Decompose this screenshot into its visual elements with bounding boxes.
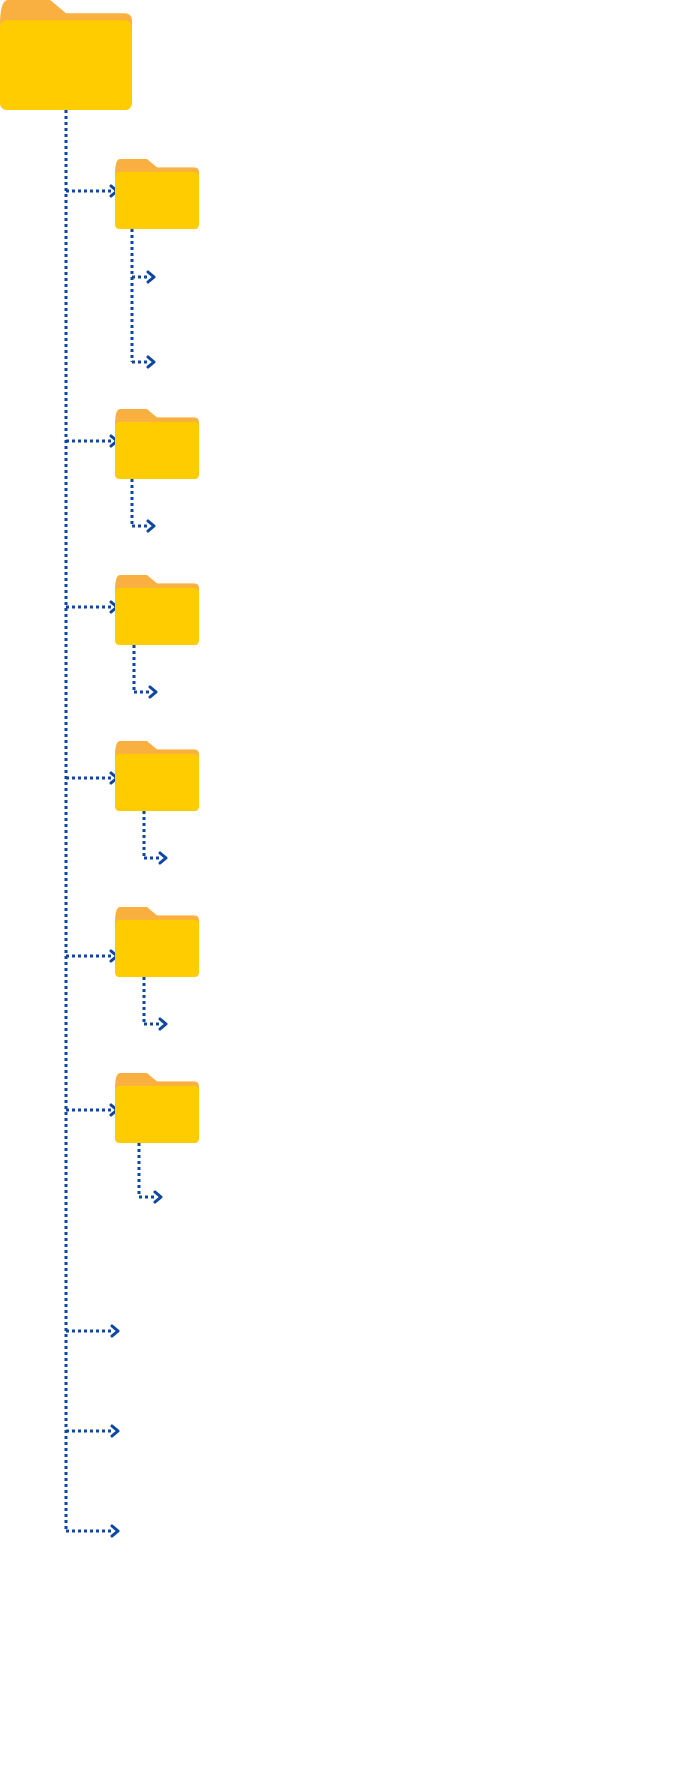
subfolder-icon-4 xyxy=(115,741,199,811)
leaf-arrow-7-arrowhead-icon xyxy=(110,1324,120,1338)
sub-arrow-2-1-arrowhead-icon xyxy=(146,519,156,533)
folder-body xyxy=(115,919,199,977)
folder-body xyxy=(115,171,199,229)
subfolder-icon-5 xyxy=(115,907,199,977)
subfolder-icon-6 xyxy=(115,1073,199,1143)
sub-arrow-3-1-arrowhead-icon xyxy=(148,685,158,699)
subfolder-icon-1 xyxy=(115,159,199,229)
folder-nodes xyxy=(0,0,199,1143)
sub-arrow-1-1-arrowhead-icon xyxy=(146,270,156,284)
sub-arrow-6-1-arrowhead-icon xyxy=(153,1190,163,1204)
leaf-arrow-8-arrowhead-icon xyxy=(110,1424,120,1438)
sub-arrow-5-1-arrowhead-icon xyxy=(158,1017,168,1031)
subfolder-icon-2 xyxy=(115,409,199,479)
sub-arrow-4-1-arrowhead-icon xyxy=(158,851,168,865)
root-folder-icon xyxy=(0,0,132,111)
connector-lines xyxy=(64,110,168,1538)
sub-arrow-1-2-arrowhead-icon xyxy=(146,355,156,369)
folder-body xyxy=(115,1085,199,1143)
leaf-arrow-9-arrowhead-icon xyxy=(110,1524,120,1538)
folder-body xyxy=(0,20,132,111)
folder-body xyxy=(115,753,199,811)
subfolder-icon-3 xyxy=(115,575,199,645)
folder-body xyxy=(115,421,199,479)
folder-body xyxy=(115,587,199,645)
